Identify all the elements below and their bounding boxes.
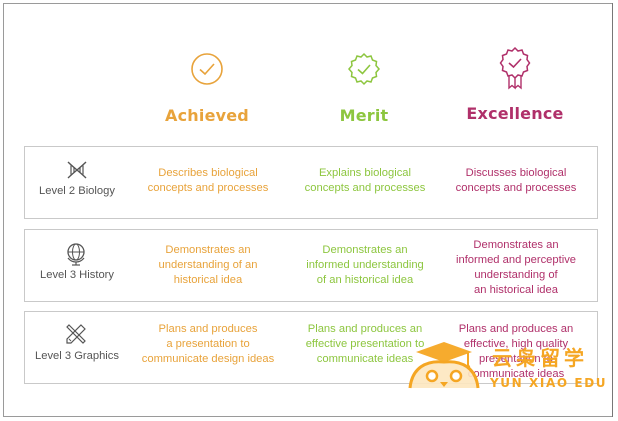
cell-merit: Demonstrates an informed understanding o… — [287, 243, 443, 288]
cell-merit: Plans and produces an effective presenta… — [287, 322, 443, 367]
cell-line: informed and perceptive — [455, 254, 577, 266]
cell-line: communicate ideas — [467, 368, 565, 380]
column-header-merit: Merit — [286, 52, 442, 125]
row-label: Level 2 Biology — [39, 185, 115, 197]
column-header-excellence: Excellence — [437, 46, 593, 123]
cell-achieved: Demonstrates an understanding of an hist… — [130, 243, 286, 288]
cell-excellence: Demonstrates an informed and perceptive … — [438, 238, 594, 298]
cell-achieved: Plans and produces a presentation to com… — [130, 322, 286, 367]
watermark-english-text: YUN XIAO EDU — [490, 376, 608, 390]
cell-line: presentation to — [478, 353, 553, 365]
pencil-ruler-icon — [66, 324, 86, 344]
cell-line: of an historical idea — [316, 274, 414, 286]
cell-line: communicate ideas — [316, 353, 414, 365]
watermark-chinese-text: 云枭留学 — [492, 346, 588, 370]
row-level-3-history: Level 3 History Demonstrates an understa… — [24, 229, 598, 302]
column-header-achieved: Achieved — [129, 52, 285, 125]
column-title: Achieved — [165, 106, 249, 125]
ribbon-medal-icon — [499, 46, 531, 90]
globe-icon — [67, 243, 85, 266]
owl-graduation-icon — [408, 342, 480, 389]
dna-icon — [67, 161, 87, 179]
column-title: Merit — [339, 106, 389, 125]
row-label-cell: Level 3 Graphics — [25, 312, 129, 383]
circle-check-icon — [191, 53, 223, 85]
row-label-cell: Level 3 History — [25, 230, 129, 301]
cell-merit: Explains biological concepts and process… — [287, 166, 443, 196]
cell-line: Demonstrates an — [165, 244, 251, 256]
cell-line: concepts and processes — [455, 182, 577, 194]
row-level-3-graphics: Level 3 Graphics Plans and produces a pr… — [24, 311, 598, 384]
cell-line: Demonstrates an — [322, 244, 408, 256]
cell-achieved: Describes biological concepts and proces… — [130, 166, 286, 196]
cell-line: a presentation to — [166, 338, 250, 350]
row-label: Level 3 History — [40, 269, 114, 281]
cell-line: historical idea — [173, 274, 243, 286]
watermark-logo: 云枭留学 YUN XIAO EDU — [390, 338, 615, 400]
row-label: Level 3 Graphics — [35, 350, 119, 362]
cell-line: Explains biological — [318, 167, 412, 179]
cell-excellence: Discusses biological concepts and proces… — [438, 166, 594, 196]
cell-line: Plans and produces an — [307, 323, 423, 335]
cell-line: communicate design ideas — [141, 353, 275, 365]
cell-line: Plans and produces an — [458, 323, 574, 335]
badge-check-icon — [348, 52, 380, 86]
row-level-2-biology: Level 2 Biology Describes biological con… — [24, 146, 598, 219]
cell-line: Demonstrates an — [473, 239, 559, 251]
cell-line: concepts and processes — [147, 182, 269, 194]
cell-line: effective presentation to — [305, 338, 425, 350]
cell-line: understanding of — [474, 269, 558, 281]
cell-line: understanding of an — [158, 259, 258, 271]
cell-line: Plans and produces — [158, 323, 258, 335]
cell-line: Describes biological — [158, 167, 258, 179]
cell-line: concepts and processes — [304, 182, 426, 194]
cell-line: Discusses biological — [465, 167, 567, 179]
cell-line: informed understanding — [306, 259, 424, 271]
cell-line: effective, high quality — [463, 338, 569, 350]
column-title: Excellence — [466, 104, 564, 123]
cell-excellence: Plans and produces an effective, high qu… — [438, 322, 594, 382]
row-label-cell: Level 2 Biology — [25, 147, 129, 218]
cell-line: an historical idea — [474, 284, 558, 296]
frame-edge — [612, 3, 613, 417]
